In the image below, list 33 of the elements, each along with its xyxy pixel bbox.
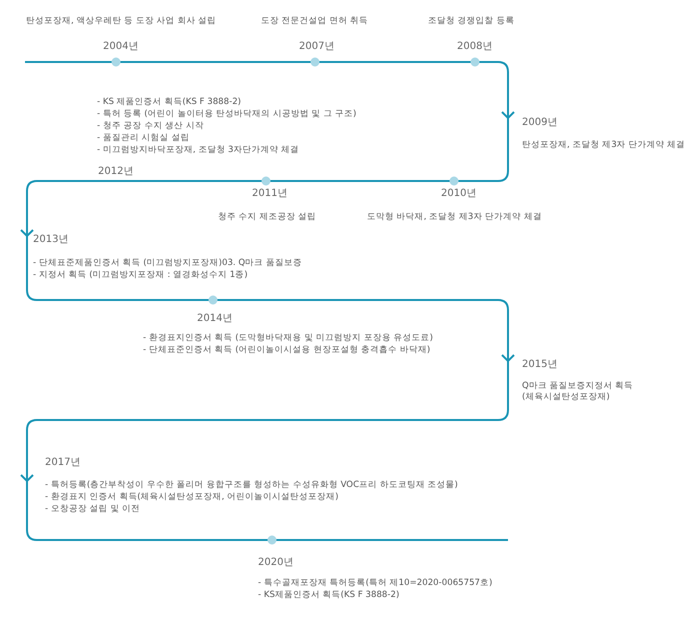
year-label: 2004년: [103, 41, 138, 52]
event-text: 탄성포장재, 액상우레탄 등 도장 사업 회사 설립: [26, 16, 216, 27]
event-text: - 특허 등록 (어린이 놀이터용 탄성바닥재의 시공방법 및 그 구조): [97, 109, 356, 120]
event-text: 도장 전문건설업 면허 취득: [261, 16, 368, 27]
year-label: 2009년: [522, 117, 558, 128]
year-label: 2008년: [457, 41, 492, 52]
event-text: - 단체표준제품인증서 획득 (미끄럼방지포장재)03. Q마크 품질보증: [33, 258, 302, 269]
event-text: 청주 수지 제조공장 설립: [218, 212, 316, 223]
event-text: Q마크 품질보증지정서 획득 (체육시설탄성포장재): [522, 381, 634, 403]
event-text: - 특허등록(층간부착성이 우수한 폴리머 융합구조를 형성하는 수성유화형 VOC프리 하도코팅재 조성물): [45, 480, 458, 491]
event-text: - 품질관리 시험실 설립: [97, 133, 190, 144]
year-label: 2012년: [98, 166, 134, 177]
year-label: 2010년: [441, 188, 476, 199]
event-text: - 환경표지 인증서 획득(체육시설탄성포장재, 어린이놀이시설탄성포장재): [45, 492, 338, 503]
event-text: - 환경표지인증서 획득 (도막형바닥재용 및 미끄럼방지 포장용 유성도료): [143, 333, 433, 344]
event-text: - KS 제품인증서 획득(KS F 3888-2): [97, 97, 242, 108]
event-text: - 미끄럼방지바닥포장재, 조달청 3자단가계약 체결: [97, 145, 300, 156]
event-text: - 지정서 획득 (미끄럼방지포장재 : 열경화성수지 1종): [33, 270, 248, 281]
event-text: 도막형 바닥재, 조달청 제3자 단가계약 체결: [367, 212, 542, 223]
year-label: 2017년: [45, 457, 80, 468]
year-label: 2011년: [252, 188, 288, 199]
event-text: 탄성포장재, 조달청 제3자 단가계약 체결: [522, 140, 686, 151]
year-label: 2014년: [197, 313, 232, 324]
event-text: - 단체표준인증서 획득 (어린이놀이시설용 현장포설형 충격흡수 바닥재): [143, 345, 430, 356]
event-text: 조달청 경쟁입찰 등록: [428, 16, 514, 27]
year-label: 2015년: [522, 359, 558, 370]
event-text: - 오창공장 설립 및 이전: [45, 504, 140, 515]
event-text: - 특수골재포장재 특허등록(특허 제10=2020-0065757호): [258, 578, 492, 589]
year-label: 2007년: [299, 41, 334, 52]
event-text: - 청주 공장 수지 생산 시작: [97, 121, 204, 132]
year-label: 2013년: [33, 234, 68, 245]
year-label: 2020년: [258, 557, 294, 568]
event-text: - KS제품인증서 획득(KS F 3888-2): [258, 590, 400, 601]
